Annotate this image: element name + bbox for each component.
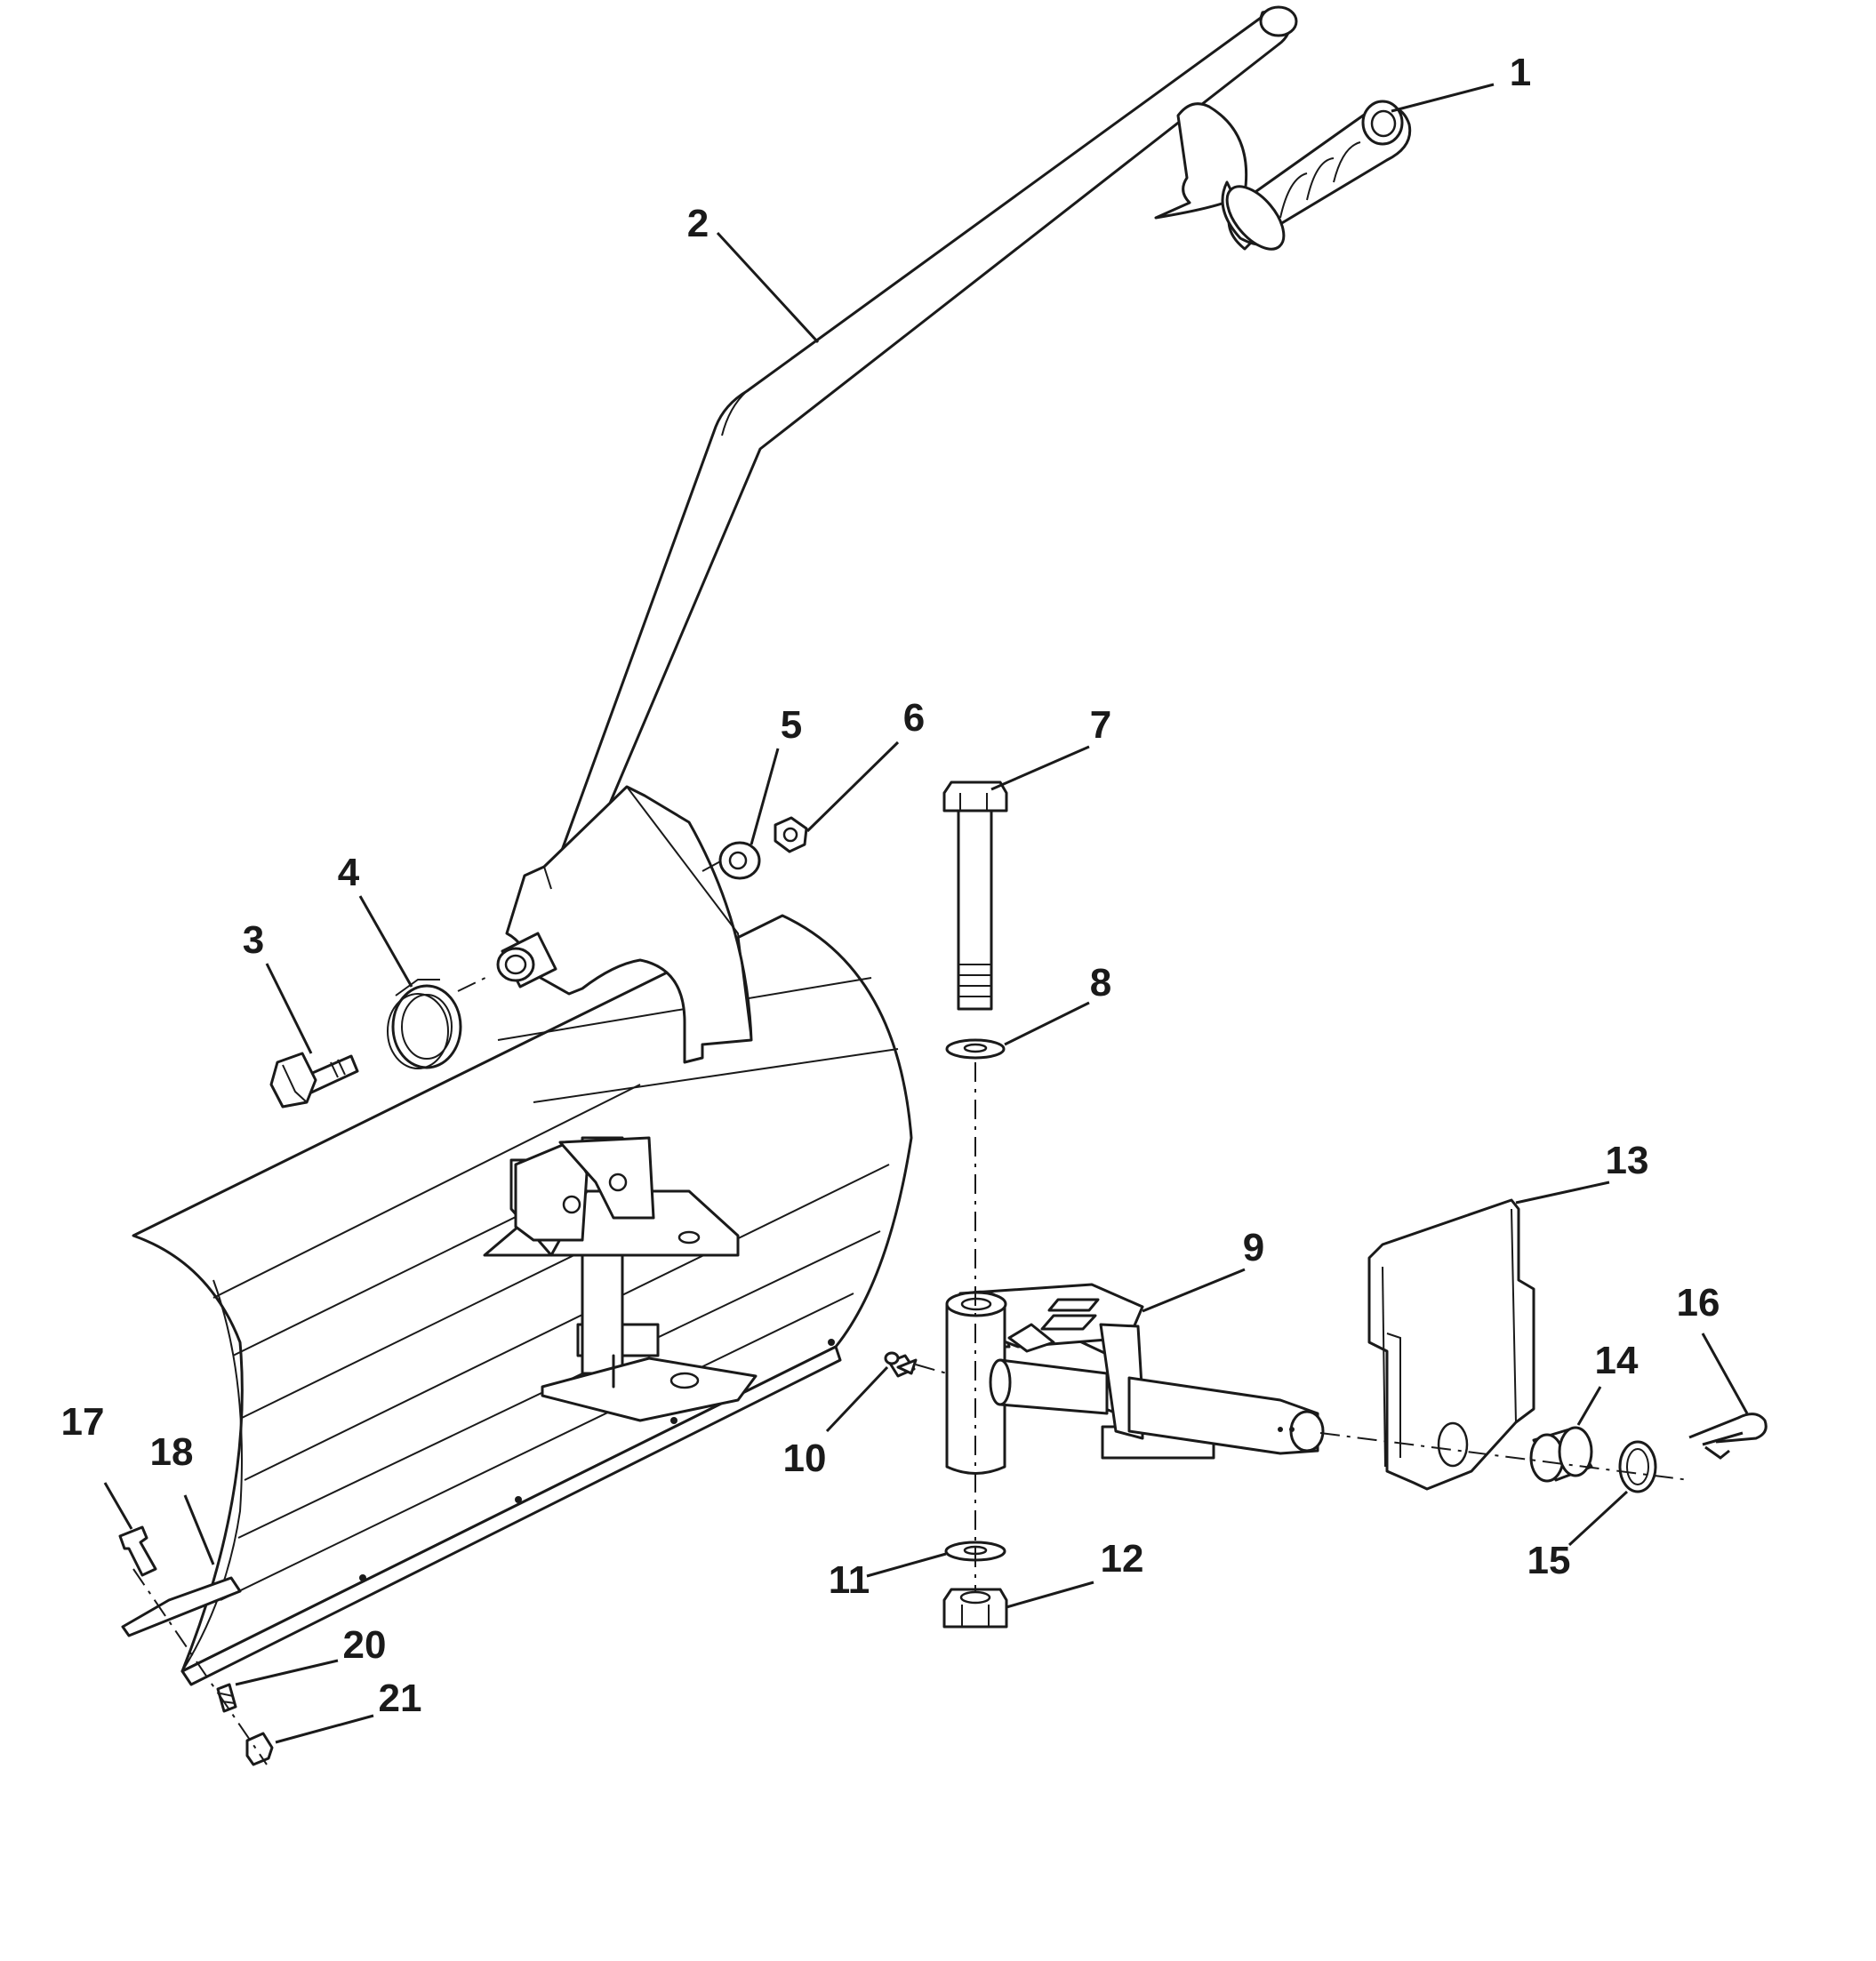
part-8-flat-washer <box>945 1038 1006 1060</box>
part-13-side-mount-plate <box>1367 1198 1535 1491</box>
callout-5: 5 <box>781 703 802 747</box>
callout-11: 11 <box>829 1558 870 1602</box>
blade-mount-bracket <box>483 1136 758 1422</box>
callout-21: 21 <box>379 1677 422 1720</box>
callout-13: 13 <box>1606 1139 1649 1182</box>
pivot-tube <box>496 932 557 989</box>
callout-1: 1 <box>1510 51 1531 94</box>
callout-14: 14 <box>1595 1339 1639 1382</box>
callout-16: 16 <box>1677 1281 1720 1325</box>
callout-17: 17 <box>61 1400 105 1444</box>
part-6-hex-nut <box>774 816 808 853</box>
part-12-lock-nut <box>942 1588 1008 1629</box>
part-2-lift-handle <box>548 5 1298 895</box>
callout-4: 4 <box>338 851 360 894</box>
callout-2: 2 <box>687 202 709 245</box>
plow-blade <box>132 914 913 1686</box>
part-16-hairpin-cotter <box>1688 1413 1768 1460</box>
part-1-handle-grip <box>1154 100 1412 251</box>
part-15-retaining-ring <box>1618 1440 1657 1493</box>
part-21-hex-nut <box>245 1732 274 1766</box>
callout-7: 7 <box>1090 703 1111 747</box>
callout-20: 20 <box>343 1623 387 1667</box>
callout-18: 18 <box>150 1430 194 1474</box>
callout-12: 12 <box>1101 1537 1144 1581</box>
part-3-hex-bolt <box>269 1052 359 1109</box>
part-7-carriage-bolt <box>942 780 1008 1011</box>
part-18-skid-shoe <box>121 1576 242 1637</box>
assembly-centerlines <box>132 860 1690 1765</box>
part-9-pivot-bracket <box>945 1283 1325 1475</box>
callout-6: 6 <box>903 696 925 740</box>
part-4-coil-spring <box>387 979 462 1069</box>
callout-9: 9 <box>1243 1226 1264 1269</box>
callout-10: 10 <box>783 1437 827 1480</box>
part-17-carriage-screw <box>118 1525 157 1577</box>
callout-15: 15 <box>1527 1539 1571 1582</box>
callout-3: 3 <box>243 918 264 962</box>
callout-8: 8 <box>1090 961 1111 1005</box>
callout-labels: 1 2 3 4 5 6 7 8 9 10 11 12 13 14 15 16 1… <box>61 51 1720 1720</box>
part-10-grease-fitting <box>884 1351 918 1378</box>
part-14-bushing <box>1529 1426 1593 1483</box>
part-5-washer <box>718 841 761 880</box>
leader-lines <box>103 83 1749 1744</box>
